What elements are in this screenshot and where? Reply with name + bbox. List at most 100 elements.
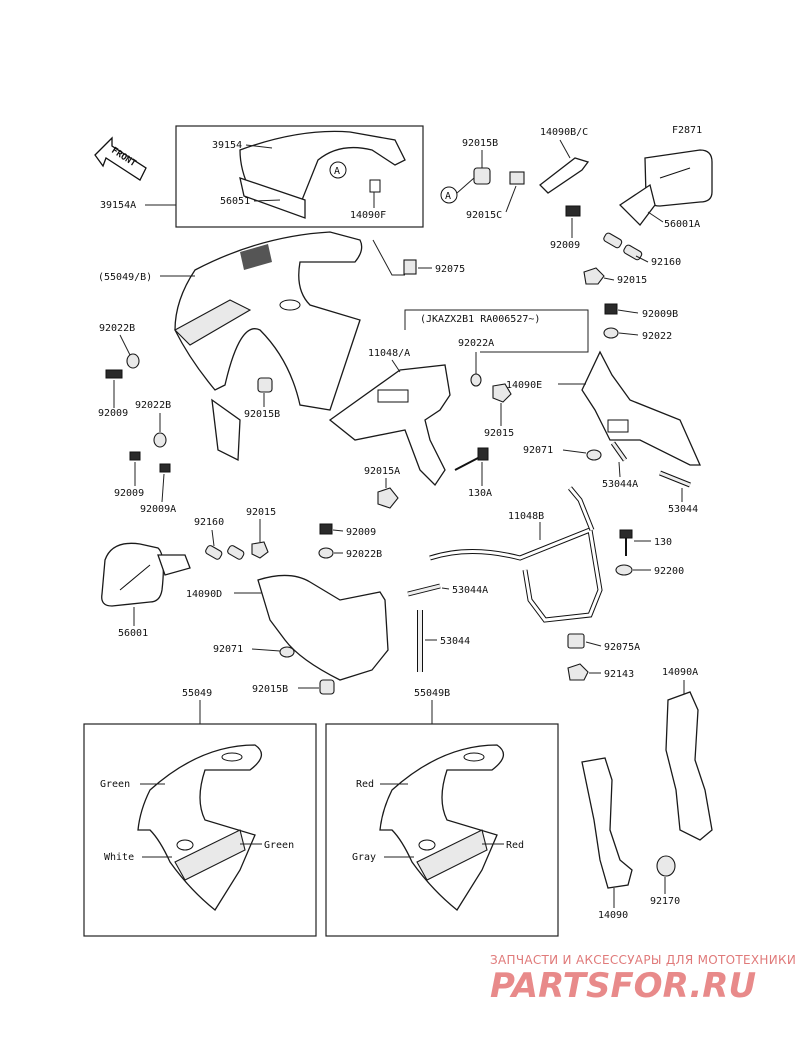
grommet-92075A [567,633,585,649]
upper-cowling [174,231,363,462]
grommet-92071-mid [279,646,295,658]
label-92015-mid: 92015 [484,428,514,439]
label-92015-mid2: 92015 [246,507,276,518]
color-note-right-top: Red [356,779,374,790]
label-92022B-mid: 92022B [346,549,382,560]
label-130A: 130A [468,488,492,499]
color-note-right-bottom: Gray [352,852,376,863]
bracket-14090BC [539,157,590,194]
washer-92022B-left2 [153,432,167,448]
color-note-left-top: Green [100,779,130,790]
screw-92009-mid [319,523,333,535]
nut-92015-top [583,267,605,285]
pipe-53044A-mid [407,583,441,597]
color-note-left-mid: Green [264,840,294,851]
label-92022-right: 92022 [642,331,672,342]
cowling-55049B-box [325,723,559,937]
collar-92015B-bot [319,679,335,695]
screw-92009A [159,463,171,473]
label-92075: 92075 [435,264,465,275]
label-92160-top: 92160 [651,257,681,268]
cap-92170 [656,855,676,877]
label-92015B-mid: 92015B [244,409,280,420]
pipe-53044-right [659,470,691,488]
label-56001: 56001 [118,628,148,639]
label-53044-right: 53044 [668,504,698,515]
label-92015B-bot: 92015B [252,684,288,695]
washer-92022B-mid [318,547,334,559]
label-53044A-right: 53044A [602,479,638,490]
washer-92022A [470,373,482,387]
stay-11048A [328,364,451,487]
label-92143: 92143 [604,669,634,680]
windscreen-group-box [175,125,424,228]
cowling-55049-box [83,723,317,937]
label-14090D: 14090D [186,589,222,600]
label-39154: 39154 [212,140,242,151]
label-92009-mid: 92009 [346,527,376,538]
windscreen-part: A [239,130,406,219]
label-92071-right: 92071 [523,445,553,456]
label-55049B-bottom: 55049B [414,688,450,699]
bolt-130 [619,529,633,556]
callout-a-mid: A [445,191,451,202]
label-92009A: 92009A [140,504,176,515]
screw-92009-left2 [129,451,141,461]
grommet-92071-right [586,449,602,461]
label-39154A: 39154A [100,200,136,211]
label-92160-mid: 92160 [194,517,224,528]
label-56001A: 56001A [664,219,700,230]
label-14090F: 14090F [350,210,386,221]
bracket-14090E [581,350,702,466]
label-92009-left: 92009 [98,408,128,419]
label-56051: 56051 [220,196,250,207]
stay-11048B [429,486,603,623]
screw-92009B [604,303,618,315]
nut-92015-mid2 [251,541,269,559]
label-92009B: 92009B [642,309,678,320]
label-92200: 92200 [654,566,684,577]
label-11048B: 11048B [508,511,544,522]
label-14090E: 14090E [506,380,542,391]
label-92022B-left: 92022B [99,323,135,334]
label-92009-left2: 92009 [114,488,144,499]
label-92015-top: 92015 [617,275,647,286]
label-92015C: 92015C [466,210,502,221]
mirror-right [618,149,713,226]
washer-92200 [615,564,633,576]
bolt-92009-top [565,205,581,217]
nut-92015A [377,487,399,509]
collar-92015B-top [473,167,491,185]
clip-92075 [403,259,417,275]
collar-92015B-mid [257,377,273,393]
label-92071-mid: 92071 [213,644,243,655]
label-55049-B: (55049/B) [98,272,152,283]
color-note-left-bottom: White [104,852,134,863]
label-55049: 55049 [182,688,212,699]
serial-note: (JKAZX2B1 RA006527~) [420,314,540,325]
figure-code: F2871 [672,125,702,136]
grommet-92015C [509,171,525,185]
label-92170: 92170 [650,896,680,907]
washer-92022-right [603,327,619,339]
label-92022B-left2: 92022B [135,400,171,411]
bracket-14090A [665,691,713,841]
inner-panel-14090D [257,574,389,681]
pipe-53044A-right [610,441,628,462]
watermark-logo: PARTSFOR.RU [490,966,756,1006]
mirror-left [101,542,191,607]
nut-92143 [567,663,589,681]
screw-92009-left [105,369,123,379]
color-note-right-mid: Red [506,840,524,851]
callout-a-top: A [334,166,340,177]
label-14090A: 14090A [662,667,698,678]
label-53044-mid: 53044 [440,636,470,647]
label-92009-top: 92009 [550,240,580,251]
bracket-14090 [581,757,633,889]
label-92015A: 92015A [364,466,400,477]
label-14090: 14090 [598,910,628,921]
label-53044A-mid: 53044A [452,585,488,596]
label-92022A: 92022A [458,338,494,349]
